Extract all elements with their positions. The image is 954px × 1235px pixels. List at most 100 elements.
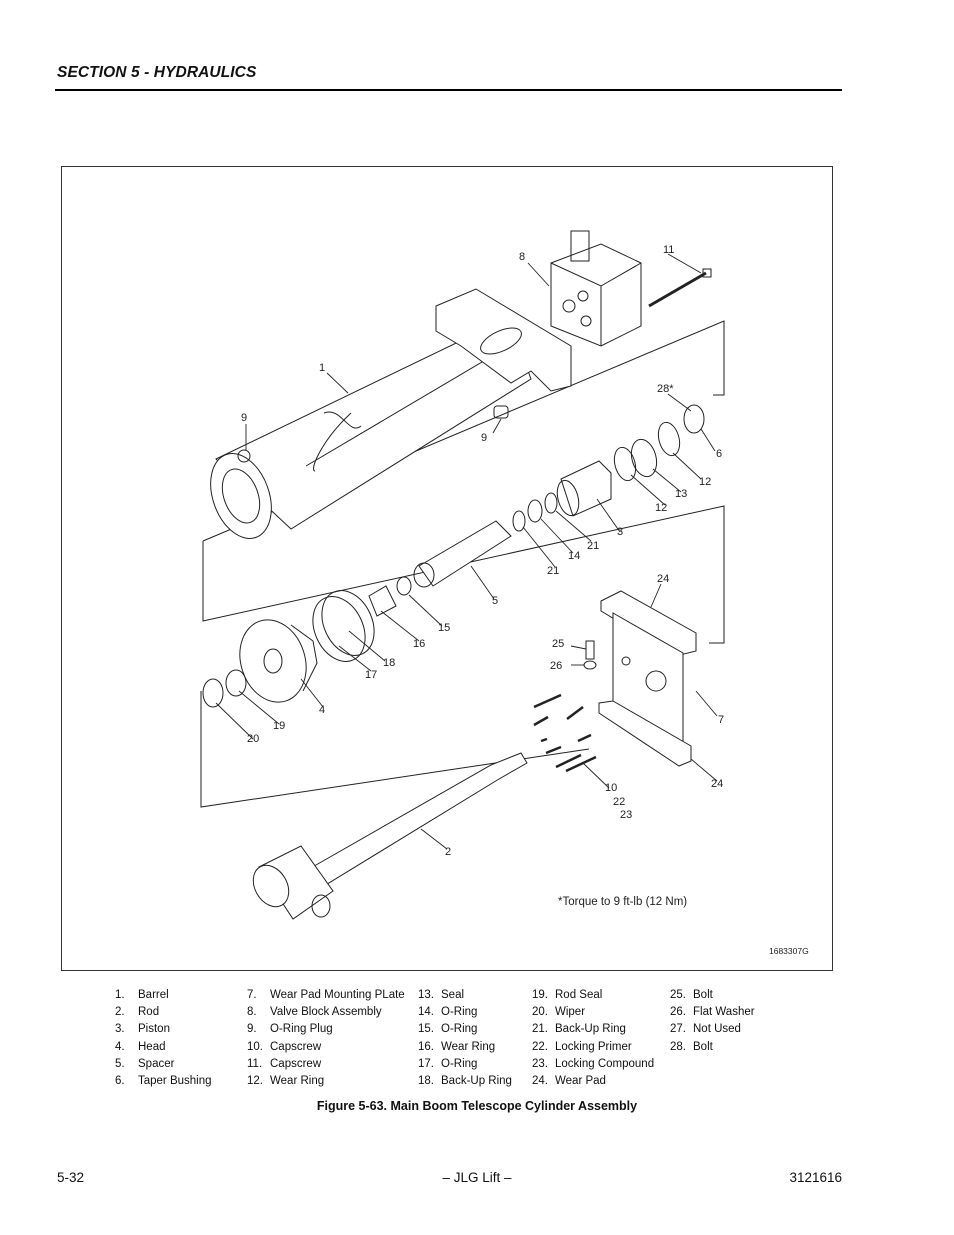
- capscrew-11-part: [648, 271, 707, 308]
- callout-28: 28*: [657, 383, 674, 395]
- callout-13: 13: [675, 488, 687, 500]
- legend-item: 16. Wear Ring: [418, 1039, 512, 1056]
- torque-note: *Torque to 9 ft-lb (12 Nm): [558, 896, 687, 908]
- callout-2: 2: [445, 846, 451, 858]
- exploded-view-drawing: 1 2 3 4 5 6 7 8 9 9 10 11 12 12 13 14 15…: [200, 230, 809, 956]
- legend-label: Spacer: [138, 1057, 175, 1070]
- wear-pad-plate-part: [598, 590, 697, 767]
- capscrews-10-group: [533, 693, 597, 773]
- valve-block-part: [550, 230, 642, 347]
- legend-num: 17.: [418, 1057, 434, 1070]
- legend-num: 25.: [670, 989, 686, 1001]
- group-outline-upper: [202, 320, 725, 542]
- legend-label: Piston: [138, 1023, 170, 1036]
- legend-num: 18.: [418, 1075, 434, 1088]
- legend-num: 24.: [532, 1075, 548, 1088]
- legend-column-5: 25. Bolt 26.Flat Washer 27. Not Used 28.Bo…: [670, 987, 755, 1056]
- legend-item: 27. Not Used: [670, 1021, 755, 1038]
- callout-8: 8: [519, 251, 525, 263]
- legend-label: Capscrew: [270, 1040, 322, 1053]
- callout-5: 5: [492, 595, 498, 607]
- legend-label: Valve Block Assembly: [270, 1006, 382, 1019]
- legend-label: Wear Pad Mounting PLate: [270, 989, 405, 1001]
- legend-item: 15.O-Ring: [418, 1021, 512, 1038]
- callout-23: 23: [620, 809, 632, 821]
- callout-21a: 21: [587, 540, 599, 552]
- legend-column-2: 7.Wear Pad Mounting PLate 8.Valve Block …: [247, 987, 405, 1090]
- legend-label: O-Ring: [441, 1023, 478, 1036]
- legend-num: 5.: [115, 1057, 125, 1070]
- legend-label: O-Ring: [441, 1057, 478, 1070]
- legend-num: 16.: [418, 1040, 434, 1053]
- legend-num: 14.: [418, 1006, 434, 1019]
- legend-item: 2.Rod: [115, 1004, 212, 1021]
- legend-label: Back-Up Ring: [555, 1023, 626, 1036]
- callout-1: 1: [319, 362, 325, 374]
- callout-24a: 24: [657, 573, 669, 585]
- legend-num: 3.: [115, 1023, 125, 1036]
- leader-lines: [215, 253, 718, 850]
- legend-label: Seal: [441, 989, 465, 1001]
- callout-12a: 12: [699, 476, 711, 488]
- legend-column-4: 19.Rod Seal 20. Wiper 21. Back-Up Ring 22.…: [532, 987, 654, 1090]
- legend-column-1: 1.Barrel 2.Rod 3.Piston 4.Head 5.Spacer …: [115, 987, 212, 1090]
- legend-label: Barrel: [138, 989, 169, 1001]
- legend-num: 27.: [670, 1023, 686, 1036]
- rod-part: [252, 752, 528, 920]
- legend-item: 10.Capscrew: [247, 1039, 405, 1056]
- legend-label: O-Ring Plug: [270, 1023, 333, 1036]
- legend-item: 19.Rod Seal: [532, 987, 654, 1004]
- page-number: 5-32: [57, 1170, 85, 1185]
- section-header: SECTION 5 - HYDRAULICS: [57, 64, 257, 81]
- callout-16: 16: [413, 638, 425, 650]
- legend-item: 4.Head: [115, 1039, 212, 1056]
- callout-10: 10: [605, 782, 617, 794]
- callout-25: 25: [552, 638, 564, 650]
- taper-bushing-part: [683, 404, 705, 434]
- group-outline-middle: [202, 505, 725, 644]
- legend-item: 28.Bolt: [670, 1039, 755, 1056]
- legend-label: Back-Up Ring: [441, 1075, 512, 1088]
- legend-num: 1.: [115, 989, 125, 1001]
- legend-num: 20.: [532, 1006, 548, 1019]
- legend-num: 22.: [532, 1040, 548, 1053]
- callout-9b: 9: [481, 432, 487, 444]
- legend-label: Head: [138, 1040, 166, 1053]
- legend-item: 26.Flat Washer: [670, 1004, 755, 1021]
- head-part: [239, 619, 318, 703]
- callout-6: 6: [716, 448, 722, 460]
- figure-frame: 1 2 3 4 5 6 7 8 9 9 10 11 12 12 13 14 15…: [61, 166, 833, 971]
- legend-label: Bolt: [693, 989, 713, 1001]
- legend-label: O-Ring: [441, 1006, 478, 1019]
- callout-9a: 9: [241, 412, 247, 424]
- callout-15: 15: [438, 622, 450, 634]
- header-rule: [55, 89, 842, 91]
- legend-item: 13.Seal: [418, 987, 512, 1004]
- legend-num: 26.: [670, 1006, 686, 1019]
- callout-21b: 21: [547, 565, 559, 577]
- legend-item: 6.Taper Bushing: [115, 1073, 212, 1090]
- callout-11: 11: [663, 244, 674, 256]
- legend-label: Wear Ring: [441, 1040, 496, 1053]
- legend-label: Wear Pad: [555, 1075, 606, 1088]
- legend-item: 17. O-Ring: [418, 1056, 512, 1073]
- legend-label: Bolt: [693, 1040, 713, 1053]
- callout-3: 3: [617, 526, 623, 538]
- legend-item: 5. Spacer: [115, 1056, 212, 1073]
- legend-label: Wiper: [555, 1006, 586, 1019]
- legend-item: 23.Locking Compound: [532, 1056, 654, 1073]
- callout-22: 22: [613, 796, 625, 808]
- legend-label: Rod Seal: [555, 989, 603, 1001]
- legend-num: 21.: [532, 1023, 548, 1036]
- legend-num: 11.: [247, 1057, 263, 1070]
- legend-label: Not Used: [693, 1023, 741, 1036]
- legend-num: 6.: [115, 1075, 125, 1088]
- legend-item: 18. Back-Up Ring: [418, 1073, 512, 1090]
- callout-17: 17: [365, 669, 377, 681]
- legend-item: 9.O-Ring Plug: [247, 1021, 405, 1038]
- legend-item: 25. Bolt: [670, 987, 755, 1004]
- legend-item: 20. Wiper: [532, 1004, 654, 1021]
- spacer-part: [413, 520, 512, 588]
- callout-19: 19: [273, 720, 285, 732]
- callout-26: 26: [550, 660, 562, 672]
